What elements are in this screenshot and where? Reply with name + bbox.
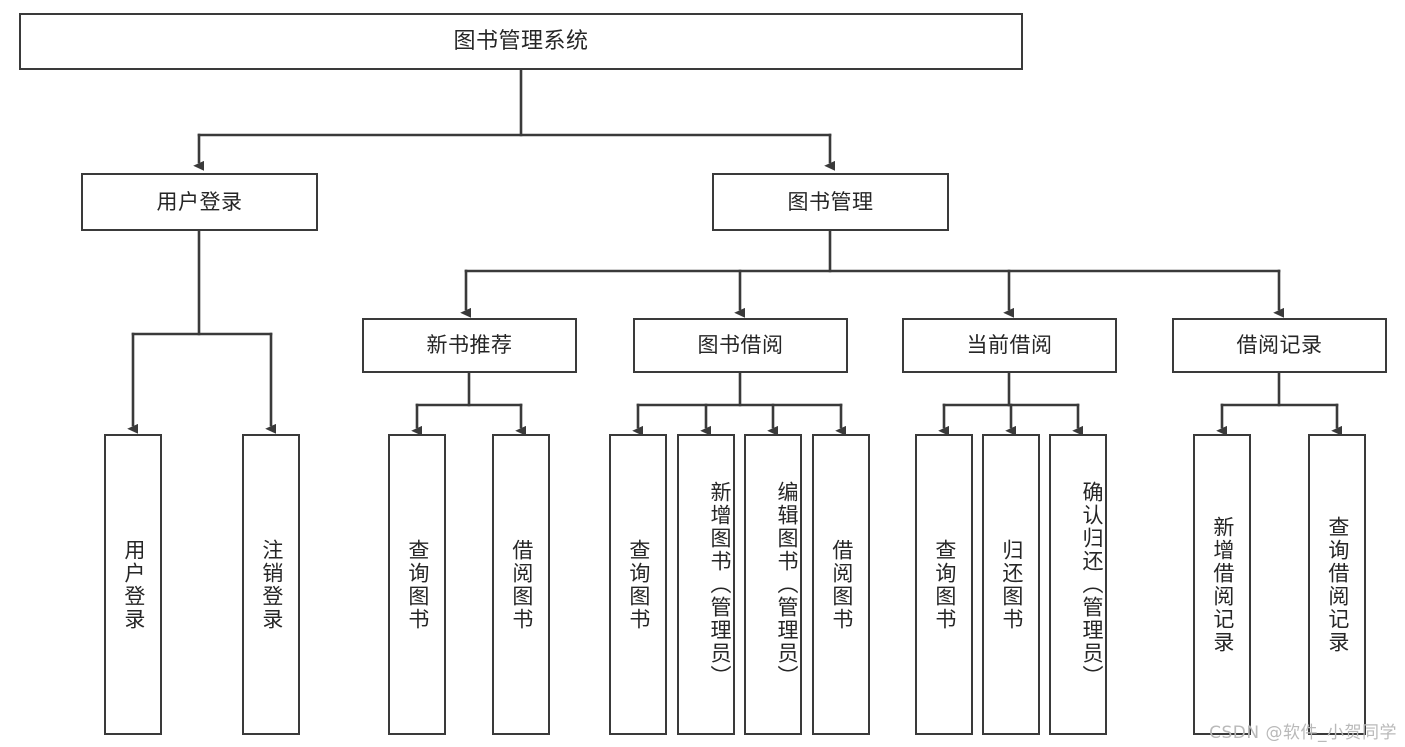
leaf-user-login[interactable]: 用户登录 bbox=[104, 434, 162, 735]
node-current-borrow[interactable]: 当前借阅 bbox=[902, 318, 1117, 373]
node-root-system[interactable]: 图书管理系统 bbox=[19, 13, 1023, 70]
leaf-logout[interactable]: 注销登录 bbox=[242, 434, 300, 735]
csdn-watermark: CSDN @软件_小贺同学 bbox=[1209, 723, 1397, 743]
node-borrow-record[interactable]: 借阅记录 bbox=[1172, 318, 1387, 373]
leaf-borrow-book-recommend[interactable]: 借阅图书 bbox=[492, 434, 550, 735]
node-user-login[interactable]: 用户登录 bbox=[81, 173, 318, 231]
node-book-management[interactable]: 图书管理 bbox=[712, 173, 949, 231]
leaf-edit-book-admin[interactable]: 编辑图书（管理员） bbox=[744, 434, 802, 735]
leaf-add-book-admin[interactable]: 新增图书（管理员） bbox=[677, 434, 735, 735]
leaf-borrow-book[interactable]: 借阅图书 bbox=[812, 434, 870, 735]
leaf-query-borrow-record[interactable]: 查询借阅记录 bbox=[1308, 434, 1366, 735]
leaf-return-book[interactable]: 归还图书 bbox=[982, 434, 1040, 735]
node-book-borrow[interactable]: 图书借阅 bbox=[633, 318, 848, 373]
leaf-query-book-recommend[interactable]: 查询图书 bbox=[388, 434, 446, 735]
leaf-query-book-borrow[interactable]: 查询图书 bbox=[609, 434, 667, 735]
leaf-query-book-current[interactable]: 查询图书 bbox=[915, 434, 973, 735]
leaf-confirm-return-admin[interactable]: 确认归还（管理员） bbox=[1049, 434, 1107, 735]
leaf-add-borrow-record[interactable]: 新增借阅记录 bbox=[1193, 434, 1251, 735]
node-new-book-recommend[interactable]: 新书推荐 bbox=[362, 318, 577, 373]
